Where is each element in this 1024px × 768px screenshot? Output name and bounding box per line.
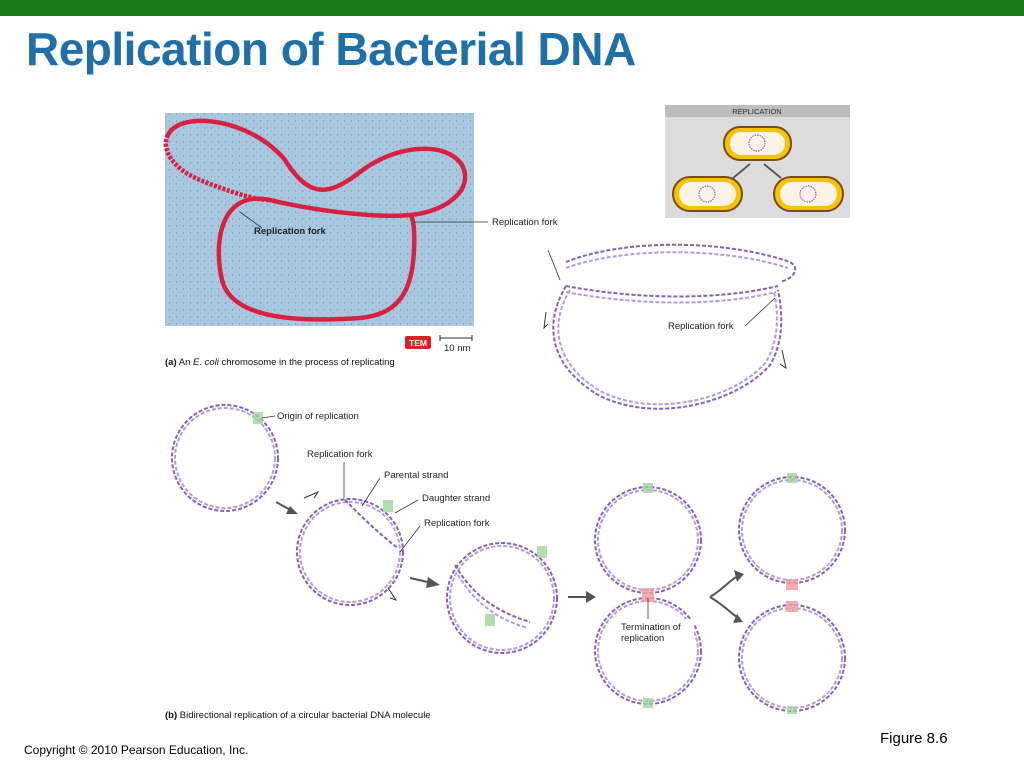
panel-b-caption: (b) Bidirectional replication of a circu… bbox=[165, 710, 431, 721]
fork-arrow bbox=[303, 490, 320, 499]
step-arrow-head bbox=[286, 506, 298, 514]
origin-mark bbox=[643, 698, 653, 708]
origin-label: Origin of replication bbox=[277, 411, 359, 422]
split-arrow-head bbox=[734, 570, 744, 582]
micrograph-background bbox=[165, 113, 474, 326]
figure-reference: Figure 8.6 bbox=[880, 730, 948, 747]
leader-line bbox=[744, 297, 776, 327]
micrograph-fork-label-right: Replication fork bbox=[492, 217, 558, 228]
fork-arrow bbox=[779, 349, 787, 370]
step2-fork2-label: Replication fork bbox=[424, 518, 490, 529]
svg-text:10 nm: 10 nm bbox=[444, 343, 470, 354]
step3-circles bbox=[446, 542, 558, 654]
leader-line bbox=[547, 249, 561, 281]
termination-label-bg bbox=[618, 619, 694, 647]
fork-arrow bbox=[387, 587, 398, 601]
inset-arrows bbox=[732, 163, 782, 179]
daughter-circle-top bbox=[738, 473, 846, 590]
replication-inset: REPLICATION bbox=[665, 105, 850, 218]
termination-label-line1: Termination of bbox=[621, 622, 681, 633]
termination-mark bbox=[642, 588, 654, 602]
micrograph-dna-arc bbox=[163, 133, 271, 203]
tem-badge: TEM bbox=[405, 336, 431, 349]
model-fork-label: Replication fork bbox=[668, 321, 734, 332]
panel-a-caption: (a) An E. coli chromosome in the process… bbox=[165, 357, 395, 368]
svg-text:TEM: TEM bbox=[409, 338, 427, 348]
split-arrow-down bbox=[709, 596, 739, 619]
top-accent-bar bbox=[0, 0, 1024, 16]
step2-fork-label: Replication fork bbox=[307, 449, 373, 460]
daughter-cell-right bbox=[773, 176, 844, 212]
daughter-cell-left bbox=[672, 176, 743, 212]
copyright-notice: Copyright © 2010 Pearson Education, Inc. bbox=[24, 743, 249, 757]
daughter-strand-label: Daughter strand bbox=[422, 493, 490, 504]
leader-line bbox=[239, 211, 263, 229]
origin-mark bbox=[643, 483, 653, 493]
step1-circle: Origin of replication bbox=[171, 404, 359, 512]
parental-strand-label: Parental strand bbox=[384, 470, 448, 481]
origin-mark bbox=[537, 546, 547, 558]
daughter-circle-bottom bbox=[738, 601, 846, 714]
origin-mark bbox=[383, 500, 393, 512]
replication-bubble-model: Replication fork bbox=[543, 243, 797, 410]
step-arrow-head bbox=[426, 577, 440, 588]
step2-circle: Replication fork Parental strand Daughte… bbox=[296, 449, 490, 606]
micrograph-fork-label: Replication fork bbox=[254, 226, 327, 237]
scale-bar: 10 nm bbox=[439, 335, 473, 354]
split-arrow-up bbox=[709, 575, 739, 598]
fork-arrow bbox=[543, 311, 549, 330]
split-arrow-head bbox=[733, 614, 743, 623]
micrograph: Replication fork Replication fork bbox=[163, 113, 558, 326]
parent-cell bbox=[723, 126, 792, 161]
inset-header: REPLICATION bbox=[732, 107, 781, 116]
micrograph-dna-loop bbox=[165, 118, 468, 322]
origin-mark bbox=[485, 614, 495, 626]
origin-mark bbox=[253, 412, 263, 424]
step4-figure-eight: Termination of replication bbox=[594, 483, 702, 708]
termination-label-line2: replication bbox=[621, 633, 664, 644]
slide-title: Replication of Bacterial DNA bbox=[26, 23, 636, 75]
step-arrow-head bbox=[586, 591, 596, 603]
